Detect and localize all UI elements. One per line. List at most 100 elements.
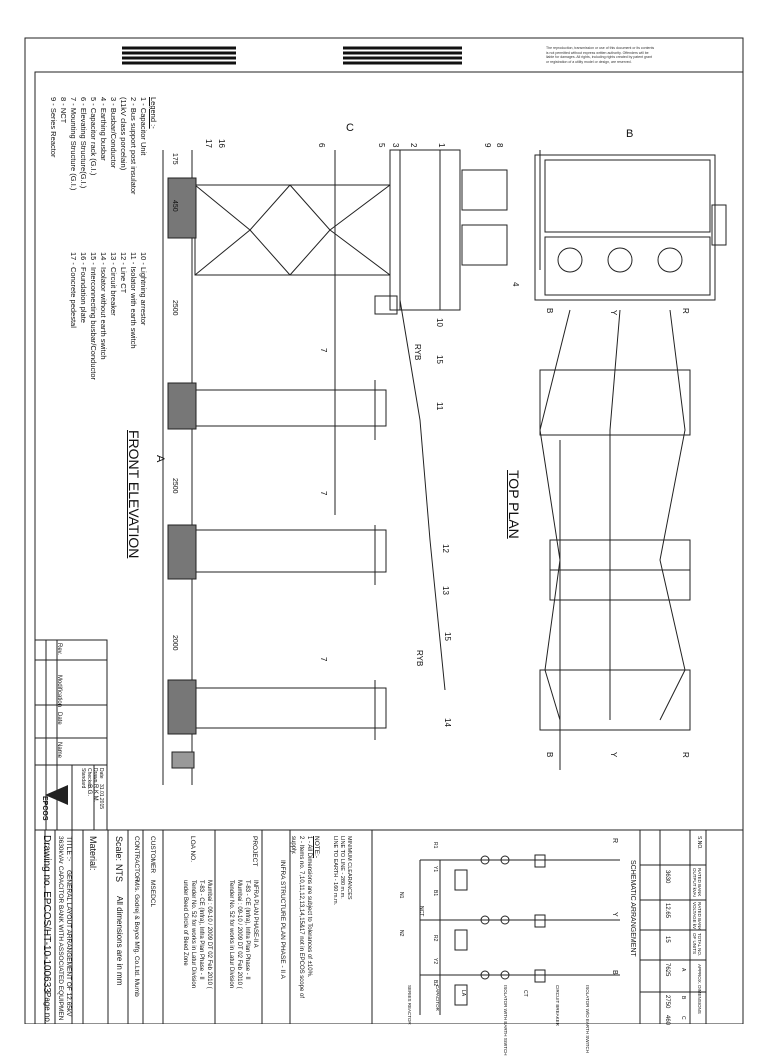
callout-4: 4	[511, 282, 520, 287]
note-1: 1 - All Dimensions are subject to Tolera…	[306, 836, 312, 978]
callout-6: 6	[317, 143, 326, 148]
dim-b: B	[626, 128, 634, 140]
rev-header-modification: Modification	[56, 675, 62, 708]
project-label: PROJECT	[251, 836, 258, 867]
loa-line-2: T-83 - CE (Infra), Infra Plan Phase - II	[198, 880, 204, 980]
project-line-2: T-83 - CE (Infra), Infra Plan Phase - II	[244, 880, 250, 980]
table-cell: 3630	[664, 870, 670, 884]
legend-item: 9 - Series Reactor	[49, 97, 58, 158]
schematic-la: LA	[460, 990, 466, 997]
material-label: Material:	[88, 836, 98, 871]
legend-item: 15 - Interconnecting busbar/Conductor	[89, 252, 98, 380]
top-plan	[534, 154, 727, 770]
contractor-label: CONTRACTOR	[133, 836, 140, 882]
legend-item: 3 - Busbar/Conductor	[109, 97, 118, 169]
legend-item: 14 - Isolator without earth switch	[99, 252, 108, 360]
dim-175: 175	[171, 153, 178, 165]
legend-item: 5 - Capacitor rack (G.I.)	[89, 97, 98, 176]
legend-item: 13 - Circuit breaker	[109, 252, 118, 316]
phase-ryb: RYB	[415, 650, 424, 667]
legend-item: 2 - Bus support post insulator	[129, 97, 138, 195]
callout-13: 13	[441, 586, 450, 595]
dims-note: All dimensions are in mm	[115, 896, 124, 986]
schematic-isolator-es: ISOLATOR W/O EARTH SWITCH	[585, 985, 590, 1054]
note-title: NOTE:-	[313, 836, 320, 859]
title-value-1: GENERAL LAYOUT ARRANGEMENT OF 12.65kV	[65, 870, 72, 1017]
min-clearances: MINIMUM CLEARANCES	[346, 836, 352, 900]
callout-7: 7	[319, 348, 328, 353]
table-dim-a: A	[680, 968, 686, 972]
schematic-circuit-breaker: CIRCUIT BREAKER	[555, 985, 560, 1026]
epcos-logo	[45, 785, 68, 805]
header-notice-1	[122, 46, 236, 65]
legend-title: Legend :-	[149, 97, 158, 129]
callout-9: 9	[483, 143, 492, 148]
table-dim-c: C	[680, 1016, 686, 1020]
callout-7: 7	[319, 491, 328, 496]
rev-header-rev: Rev.	[56, 643, 62, 655]
title-label: TITLE :-	[65, 836, 72, 862]
project-line-1: INFRA PLAN PHASE-II A	[252, 880, 258, 948]
loa-label: LOA NO.	[189, 836, 196, 863]
drawing-number: Drawing no. EPCOS/HT-10-100633	[41, 835, 52, 993]
callout-7: 7	[319, 657, 328, 662]
loa-line-1: Mumbai : 09-10 / 2009 DT 02 Feb 2010 (	[206, 880, 212, 989]
dim-2500b: 2500	[171, 478, 178, 494]
approval-drawn-label: Drawn	[92, 768, 98, 783]
dim-a: A	[154, 455, 166, 463]
legend-right: 10 - Lightning arrestor 11 - Isolator wi…	[68, 252, 148, 380]
dim-450: 450	[171, 200, 178, 212]
front-elevation	[162, 149, 541, 785]
callout-1: 1	[437, 143, 446, 148]
page-number: Page no.	[43, 992, 52, 1025]
legend-item: 7 - Mounting Structure (G.I.)	[69, 97, 78, 191]
phase-y: Y	[609, 310, 618, 316]
legend-item: 8 - NCT	[59, 97, 68, 124]
schematic-r: R	[611, 838, 618, 844]
inner-border	[34, 71, 744, 1024]
table-cell: 2750	[664, 995, 670, 1009]
legend-item: 4 - Earthing busbar	[99, 97, 108, 161]
callout-2: 2	[409, 143, 418, 148]
phase-b: B	[545, 308, 554, 314]
clearance-1: LINE TO LINE - 280 m.m.	[339, 836, 345, 899]
clearance-2: LINE TO EARTH - 160 m.m.	[332, 836, 338, 906]
dim-2500a: 2500	[171, 300, 178, 316]
schematic-nct: NCT	[418, 906, 424, 917]
project-line-3: Mumbai : 09-10 / 2009 DT 02 Feb 2010 (	[236, 880, 242, 989]
schematic-sketch	[419, 830, 707, 1024]
legend-item: 11 - Isolator with earth switch	[129, 252, 138, 349]
approval-date-label: Date	[98, 768, 104, 779]
phase-ryb: RYB	[413, 344, 422, 361]
schematic-title: SCHEMATIC ARRANGEMENT	[629, 860, 636, 957]
schematic-b2: B2	[432, 980, 438, 987]
note-2: 2 - Items no. 7,10,11,12,13,14,15&17 not…	[298, 836, 304, 998]
schematic-capacitor: CAPACITOR	[435, 985, 440, 1011]
legend: Legend :- 1 - Capacitor Unit 2 - Bus sup…	[18, 97, 158, 223]
approval-checked-value: S.G.	[86, 784, 92, 797]
phase-r: R	[681, 308, 690, 314]
schematic-y2: Y2	[432, 958, 438, 965]
note-2b: supply.	[290, 836, 296, 855]
callout-16: 16	[217, 139, 226, 148]
phase-b: B	[545, 752, 554, 758]
legend-item: 6 - Elevating Structure(G.I.)	[79, 97, 88, 189]
customer-label: CUSTOMER	[149, 836, 156, 874]
scale-label: Scale:	[114, 836, 124, 862]
table-header-voltage: RATED BANK VOLTAGE kV	[692, 902, 702, 931]
legend-item: (11kV class porcelain)	[119, 97, 128, 171]
front-elevation-title: FRONT ELEVATION	[126, 430, 142, 559]
schematic-r2: R2	[432, 935, 438, 942]
callout-17: 17	[204, 139, 213, 148]
approval-date-value: 31.01.2015	[98, 784, 104, 810]
revision-table	[34, 639, 108, 831]
schematic-n1: N1	[398, 892, 404, 899]
dim-2000: 2000	[171, 635, 178, 651]
schematic-y1: Y1	[432, 866, 438, 873]
schematic-b: B	[611, 970, 618, 975]
table-header-sno: S.NO.	[696, 836, 702, 850]
table-cell: 7625	[664, 963, 670, 977]
top-plan-title: TOP PLAN	[506, 470, 522, 539]
loa-line-3: Tender No. 52 for works in Latur Divisio…	[190, 880, 196, 989]
phase-y: Y	[609, 752, 618, 758]
